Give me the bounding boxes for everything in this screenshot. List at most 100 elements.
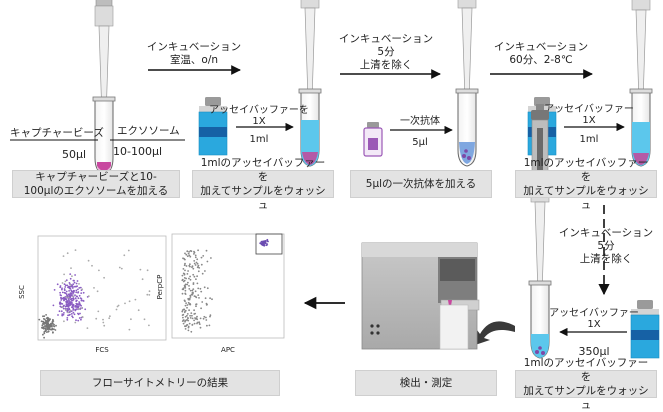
scatter-dot [75, 285, 78, 288]
scatter-dot [64, 280, 67, 283]
scatter-dot [42, 333, 44, 336]
scatter-dot [60, 299, 63, 301]
scatter-dot [68, 311, 71, 313]
scatter-dot [65, 293, 68, 296]
step1-caption-line2: 100μlのエクソソームを加える [23, 185, 169, 197]
plot2-xlabel: APC [221, 346, 235, 354]
scatter-dot [188, 322, 191, 325]
scatter-dot [186, 250, 189, 253]
scatter-dot [189, 255, 192, 258]
scatter-dot [45, 323, 48, 326]
beads-volume: 50μl [62, 148, 86, 161]
scatter-dot [185, 253, 188, 256]
scatter-dot [66, 252, 69, 255]
scatter-dot [42, 326, 44, 328]
flow-cytometer-icon [361, 242, 480, 350]
scatter-dot [60, 297, 62, 299]
scatter-dot [63, 312, 65, 314]
scatter-dot [127, 249, 130, 252]
scatter-dot [187, 252, 190, 255]
scatter-dot [68, 290, 70, 292]
scatter-dot [47, 321, 49, 323]
scatter-dot [78, 317, 81, 319]
scatter-dot [194, 290, 197, 293]
scatter-dot [61, 291, 64, 294]
scatter-dot [73, 281, 76, 284]
scatter-dot [148, 294, 151, 296]
reagent-concentration: 1X [252, 116, 265, 127]
step5-group: アッセイバッファー 1X 350μl [528, 103, 660, 359]
scatter-dot [56, 283, 59, 286]
scatter-dot [128, 328, 131, 331]
scatter-dot [204, 270, 206, 272]
scatter-dot [79, 308, 81, 310]
plot2-ylabel: PerpCP [156, 275, 164, 300]
scatter-dot [81, 288, 84, 291]
antibody-vial-cap [367, 122, 379, 128]
scatter-dot [261, 242, 263, 244]
scatter-dot [184, 262, 186, 265]
scatter-dot [86, 327, 89, 329]
scatter-dot [45, 321, 48, 324]
scatter-dot [75, 308, 78, 310]
scatter-dot [188, 285, 190, 287]
scatter-dot [189, 275, 192, 278]
arrow1-text1: インキュベーション [147, 41, 241, 53]
scatter-dot [65, 309, 67, 312]
step7-caption: フローサイトメトリーの結果 [40, 370, 280, 396]
scatter-dot [43, 318, 46, 321]
scatter-dot [182, 268, 185, 270]
scatter-dot [205, 316, 207, 319]
scatter-dot [191, 323, 194, 326]
scatter-dot [185, 302, 188, 304]
step2-caption-line1: 1mlのアッセイバッファーを [200, 157, 326, 183]
scatter-dot [66, 284, 69, 287]
scatter-dot [91, 264, 93, 267]
scatter-dot [188, 277, 190, 280]
beads-icon [302, 152, 318, 165]
scatter-dot [42, 320, 45, 323]
scatter-dot [78, 283, 80, 285]
scatter-dot [38, 318, 41, 321]
gate-box [255, 233, 283, 255]
scatter-dot [63, 304, 65, 307]
scatter-dot [204, 297, 207, 300]
scatter-dot [195, 303, 197, 306]
scatter-dot [72, 309, 75, 311]
scatter-dot [191, 291, 194, 294]
scatter-dot [181, 310, 184, 313]
reagent-label: アッセイバッファー [544, 103, 634, 115]
scatter-dot [72, 311, 75, 314]
scatter-dot [115, 308, 118, 311]
scatter-dot [266, 240, 269, 242]
scatter-dot [109, 315, 111, 318]
scatter-dot [200, 307, 203, 310]
scatter-dot [187, 270, 190, 272]
scatter-dot [67, 296, 70, 299]
scatter-dot [191, 266, 193, 269]
antibody-volume: 5μl [412, 137, 428, 148]
scatter-dot [182, 316, 184, 319]
scatter-dot [189, 289, 192, 292]
scatter-dot [209, 297, 212, 300]
scatter-dot [75, 291, 78, 294]
scatter-dot [71, 275, 73, 278]
scatter-dot [82, 291, 85, 294]
scatter-dot [208, 324, 211, 327]
scatter-dot [198, 267, 201, 269]
step4-group: アッセイバッファー 1X 1ml [527, 0, 653, 167]
beads-icon [633, 153, 649, 165]
scatter-dot [261, 244, 264, 246]
scatter-dot [197, 249, 200, 252]
reagent-label: アッセイバッファーを [209, 104, 309, 116]
scatter-dot [81, 316, 84, 318]
scatter-dot [48, 324, 51, 327]
scatter-dot [193, 319, 196, 322]
scatter-dot [186, 313, 189, 315]
scatter-dot [183, 277, 186, 279]
scatter-dot [203, 286, 206, 289]
scatter-dot [75, 299, 78, 302]
scatter-dot [259, 242, 262, 245]
scatter-dot [182, 319, 185, 322]
scatter-dot [205, 319, 208, 321]
